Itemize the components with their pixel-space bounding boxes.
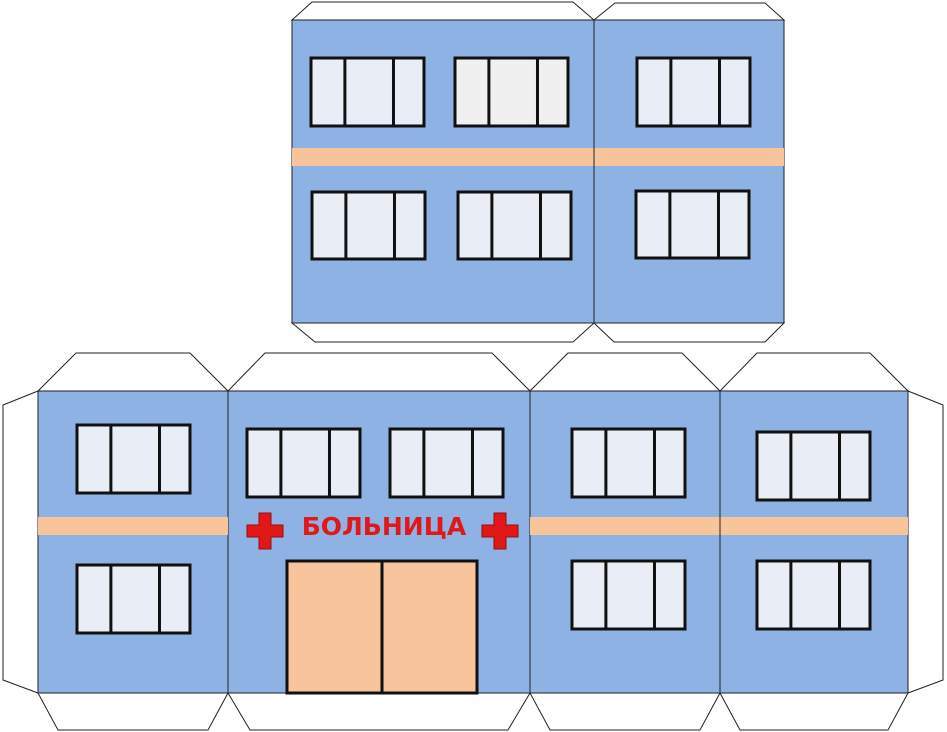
lower-floor-stripe-left [38,517,228,535]
window-frame [245,427,362,499]
upper-block [290,1,786,343]
window-frame [634,189,751,260]
window-frame [309,56,426,128]
window-frame [635,56,752,128]
lower-side-tab-left [2,390,39,694]
lower-top-tab-2 [226,352,532,392]
red-cross-icon [246,512,284,550]
window-frame [570,559,687,631]
lower-window-6 [75,563,192,635]
lower-bottom-tab-2 [227,692,531,731]
upper-floor-stripe [292,148,784,166]
lower-floor-stripe-right [530,517,908,535]
lower-top-tab-1 [36,352,230,392]
upper-window-1 [309,56,426,128]
upper-top-tab-right [592,2,786,21]
lower-wall-4 [719,390,909,694]
window-frame [570,427,687,499]
window-frame [755,559,872,631]
lower-window-4 [570,427,687,499]
lower-window-8 [755,559,872,631]
lower-block: БОЛЬНИЦА [2,352,944,731]
lower-window-7 [570,559,687,631]
lower-window-1 [75,423,192,495]
upper-bottom-tab-left [290,322,596,343]
window-frame [388,427,505,499]
lower-bottom-tab-1 [37,692,229,731]
upper-window-4 [310,190,427,261]
lower-top-tab-3 [528,352,722,392]
window-frame [75,563,192,635]
door-leaf-left [285,559,384,695]
cross-icon-left [246,512,284,550]
upper-window-3 [635,56,752,128]
door-leaf-right [380,559,479,695]
entrance-door [285,559,479,695]
upper-top-tab-left [290,1,596,21]
window-frame [453,56,570,128]
lower-window-2 [245,427,362,499]
lower-window-5 [755,430,872,502]
lower-side-tab-right [907,390,944,694]
upper-window-2 [453,56,570,128]
upper-window-5 [456,190,573,261]
window-frame [310,190,427,261]
lower-window-3 [388,427,505,499]
hospital-sign: БОЛЬНИЦА [302,512,467,541]
upper-bottom-tab-right [592,322,786,343]
cross-icon-right [481,512,519,550]
red-cross-icon [481,512,519,550]
window-frame [755,430,872,502]
lower-bottom-tab-3 [529,692,721,731]
window-frame [75,423,192,495]
window-frame [456,190,573,261]
lower-top-tab-4 [718,352,910,392]
lower-bottom-tab-4 [719,692,909,731]
upper-window-6 [634,189,751,260]
